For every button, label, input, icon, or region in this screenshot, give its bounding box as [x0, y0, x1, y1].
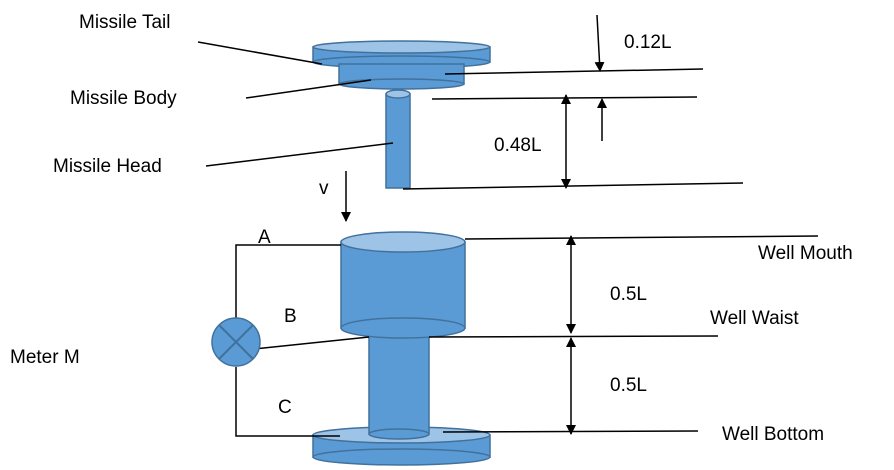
- leader-missile-head: [205, 142, 394, 167]
- dimension-arrows: [341, 14, 607, 435]
- leader-missile-body: [245, 79, 372, 99]
- label-point-a: A: [258, 227, 271, 248]
- meter-circuit: [235, 244, 370, 437]
- label-well-waist: Well Waist: [710, 308, 799, 329]
- dim-head-length: 0.48L: [494, 135, 542, 156]
- arrow-tail-top: [594, 14, 605, 72]
- leader-head-bottom: [402, 182, 744, 190]
- label-point-b: B: [284, 306, 297, 327]
- dim-tail-thickness: 0.12L: [624, 32, 672, 53]
- label-well-mouth: Well Mouth: [758, 243, 853, 264]
- well-lower-cylinder: [368, 335, 430, 440]
- label-missile-head: Missile Head: [53, 156, 162, 177]
- label-missile-tail: Missile Tail: [79, 12, 171, 33]
- dim-upper-well: 0.5L: [610, 284, 647, 305]
- missile-body: [338, 63, 465, 90]
- text-labels: Missile Tail Missile Body Missile Head M…: [10, 12, 853, 445]
- label-velocity: v: [319, 178, 329, 199]
- well-upper-cylinder: [340, 231, 466, 339]
- leader-well-mouth: [464, 235, 819, 240]
- dim-lower-well: 0.5L: [610, 375, 647, 396]
- missile-head: [385, 89, 411, 189]
- label-missile-body: Missile Body: [70, 88, 177, 109]
- meter-icon: [211, 317, 261, 367]
- wire-c: [235, 367, 340, 437]
- wire-b: [253, 336, 370, 350]
- leader-well-waist: [428, 335, 719, 338]
- label-point-c: C: [278, 397, 292, 418]
- leader-lines: [197, 41, 819, 433]
- label-meter: Meter M: [10, 347, 80, 368]
- wire-a: [235, 244, 341, 318]
- missile: [312, 40, 491, 189]
- leader-body-right: [444, 68, 704, 75]
- well: [312, 231, 491, 466]
- label-well-bottom: Well Bottom: [722, 424, 824, 445]
- leader-missile-tail: [197, 41, 323, 65]
- leader-head-top: [431, 96, 698, 100]
